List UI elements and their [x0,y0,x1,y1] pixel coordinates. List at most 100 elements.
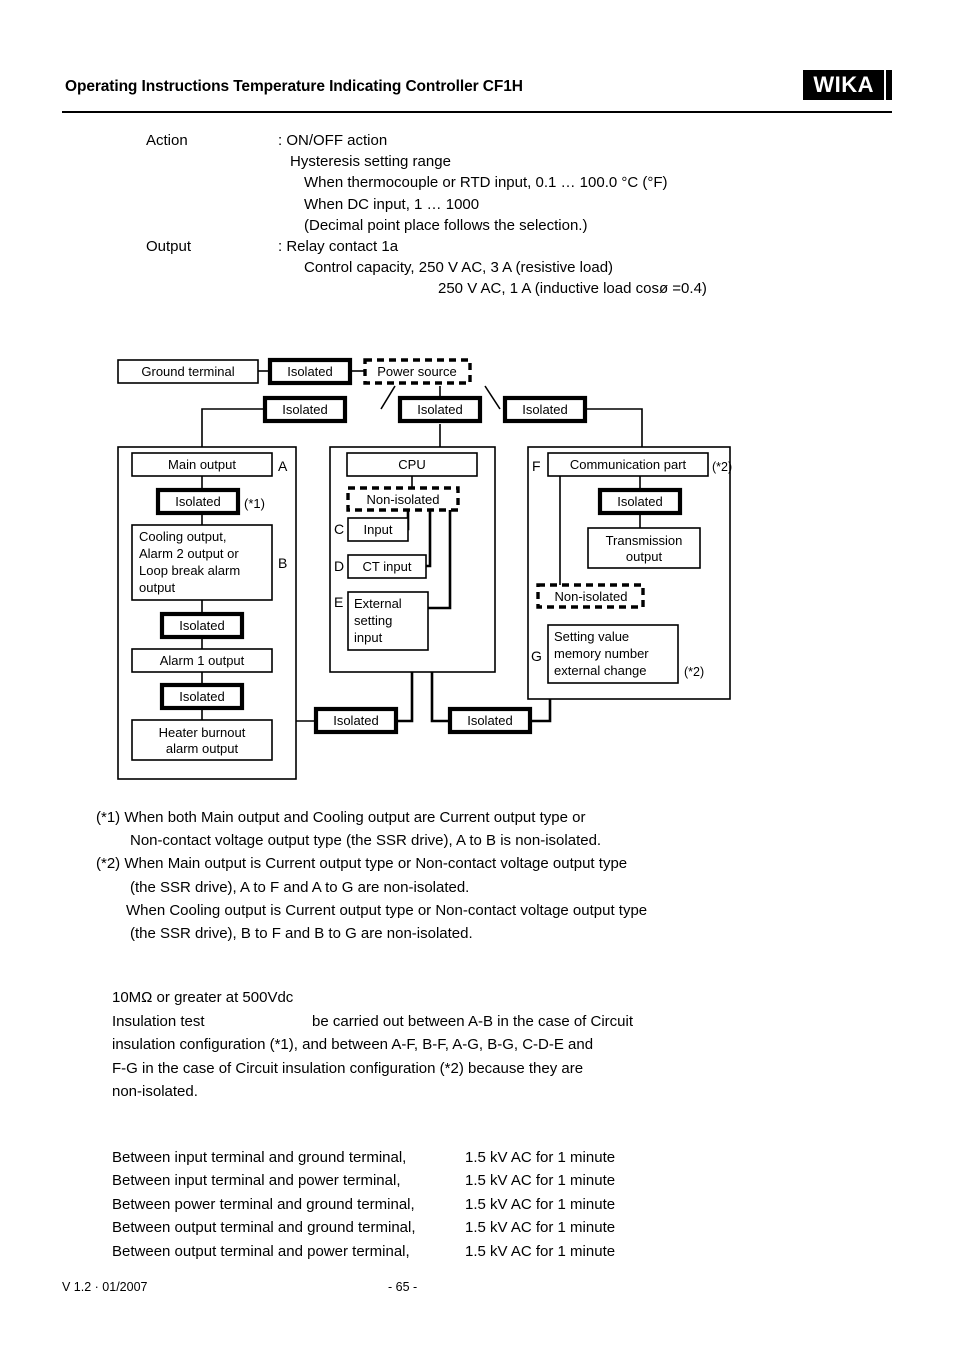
footnote-text: (*1) When both Main output and Cooling o… [96,809,586,826]
heater-burnout-line2: alarm output [166,741,239,756]
specification-block: Action : ON/OFF action Hysteresis settin… [146,130,906,300]
input-box [347,517,409,542]
isolated-top-right-box [502,395,588,424]
spec-row: Action : ON/OFF action [146,130,906,151]
setting-value-line3: external change [554,663,647,678]
cooling-output-box [131,524,273,601]
voltage-test-value: 1.5 kV AC for 1 minute [465,1242,616,1260]
setting-value-memory-box [547,624,679,684]
voltage-test-row: Between output terminal and power termin… [112,1240,902,1263]
footnote-row: (the SSR drive), B to F and B to G are n… [96,922,896,945]
isolated-top-left-label: Isolated [282,402,328,417]
voltage-test-description: Between output terminal and ground termi… [112,1219,416,1237]
wika-logo: WIKA [803,70,892,100]
external-setting-line1: External [354,596,402,611]
isolated-ground-label: Isolated [287,364,333,379]
voltage-test-value: 1.5 kV AC for 1 minute [465,1219,616,1237]
comm-non-isolated-label: Non-isolated [555,589,628,604]
setting-value-line1: Setting value [554,629,629,644]
spec-row: When DC input, 1 … 1000 [146,194,906,215]
spec-value: 250 V AC, 1 A (inductive load cosø =0.4) [438,280,707,298]
isolated-top-center-label: Isolated [417,402,463,417]
node-label-g: G [531,648,542,664]
ground-terminal-box [117,359,259,384]
cooling-output-line4: output [139,580,176,595]
alarm1-output-label: Alarm 1 output [160,653,245,668]
spec-row: 250 V AC, 1 A (inductive load cosø =0.4) [146,278,906,299]
footnote-text: Non-contact voltage output type (the SSR… [130,832,602,850]
alarm1-output-box [131,648,273,673]
connector-isolated-to-comm-container [530,699,552,723]
ground-terminal-label: Ground terminal [141,364,234,379]
spec-row: Hysteresis setting range [146,151,906,172]
ct-input-box [347,554,427,579]
insulation-test-text: non-isolated. [112,1083,198,1101]
insulation-row: 10MΩ or greater at 500Vdc [112,986,902,1010]
connector-power-to-right-isolated [484,385,501,410]
withstand-voltage-table: Between input terminal and ground termin… [112,1146,902,1263]
wika-logo-bar [886,70,892,100]
page-number: - 65 - [388,1280,418,1294]
setting-value-footnote-marker: (*2) [684,665,704,679]
connector-left-isolated-to-main [201,408,265,447]
transmission-output-line1: Transmission [606,533,683,548]
connector-isolated-to-cpu-container-left [396,672,414,723]
node-label-e: E [334,594,343,610]
insulation-test-text: be carried out between A-B in the case o… [312,1012,634,1030]
spec-value: : ON/OFF action [278,132,388,149]
voltage-test-row: Between power terminal and ground termin… [112,1193,902,1216]
connector-right-isolated-to-comm [585,408,643,447]
spec-value: : Relay contact 1a [278,237,399,255]
footnote-text: When Cooling output is Current output ty… [126,901,648,919]
voltage-test-value: 1.5 kV AC for 1 minute [465,1172,616,1190]
footnote-marker-1: (*1) [244,496,265,511]
node-label-b: B [278,555,287,571]
connector-power-to-left-isolated [380,385,396,410]
insulation-resistance-value: 10MΩ or greater at 500Vdc [112,989,294,1006]
isolated-top-left-box [262,395,348,424]
isolated-top-right-label: Isolated [522,402,568,417]
page-title: Operating Instructions Temperature Indic… [65,78,523,95]
footnote-row: (*2) When Main output is Current output … [96,852,896,875]
node-label-c: C [334,521,344,537]
voltage-test-value: 1.5 kV AC for 1 minute [465,1149,616,1166]
external-setting-line2: setting [354,613,392,628]
external-setting-input-box [347,591,429,651]
spec-row: (Decimal point place follows the selecti… [146,215,906,236]
communication-part-box [547,452,709,477]
transmission-output-line2: output [626,549,663,564]
input-label: Input [364,522,393,537]
voltage-test-description: Between power terminal and ground termin… [112,1195,415,1213]
voltage-test-row: Between input terminal and power termina… [112,1169,902,1192]
connector-cpu-container-to-isolated-right [430,672,450,723]
spec-row: Output : Relay contact 1a [146,236,906,257]
insulation-test-label: Insulation test [112,1012,205,1030]
spec-value: When DC input, 1 … 1000 [304,195,480,213]
heater-burnout-line1: Heater burnout [159,725,246,740]
document-version: V 1.2 · 01/2007 [62,1280,148,1294]
insulation-row: insulation configuration (*1), and betwe… [112,1033,902,1057]
power-source-box [363,358,472,385]
insulation-resistance-block: 10MΩ or greater at 500Vdc Insulation tes… [112,986,902,1104]
cpu-non-isolated-box [346,486,460,512]
external-setting-line3: input [354,630,383,645]
page-header: Operating Instructions Temperature Indic… [62,70,892,114]
communication-part-label: Communication part [570,457,687,472]
cooling-output-line2: Alarm 2 output or [139,546,239,561]
voltage-test-description: Between input terminal and ground termin… [112,1149,407,1166]
isolated-ground-box [267,357,353,386]
voltage-test-row: Between output terminal and ground termi… [112,1216,902,1239]
isolated-b-alarm1-box [159,611,245,640]
voltage-test-description: Between input terminal and power termina… [112,1172,401,1190]
insulation-row: non-isolated. [112,1080,902,1104]
insulation-test-text: F-G in the case of Circuit insulation co… [112,1059,584,1077]
comm-non-isolated-box [536,583,645,609]
isolated-comm-label: Isolated [617,494,663,509]
footnote-text: (the SSR drive), A to F and A to G are n… [130,878,470,896]
cooling-output-line3: Loop break alarm [139,563,240,578]
footnote-row: (the SSR drive), A to F and A to G are n… [96,876,896,899]
power-source-label: Power source [377,364,456,379]
ct-input-label: CT input [363,559,412,574]
spec-value: When thermocouple or RTD input, 0.1 … 10… [304,174,668,192]
